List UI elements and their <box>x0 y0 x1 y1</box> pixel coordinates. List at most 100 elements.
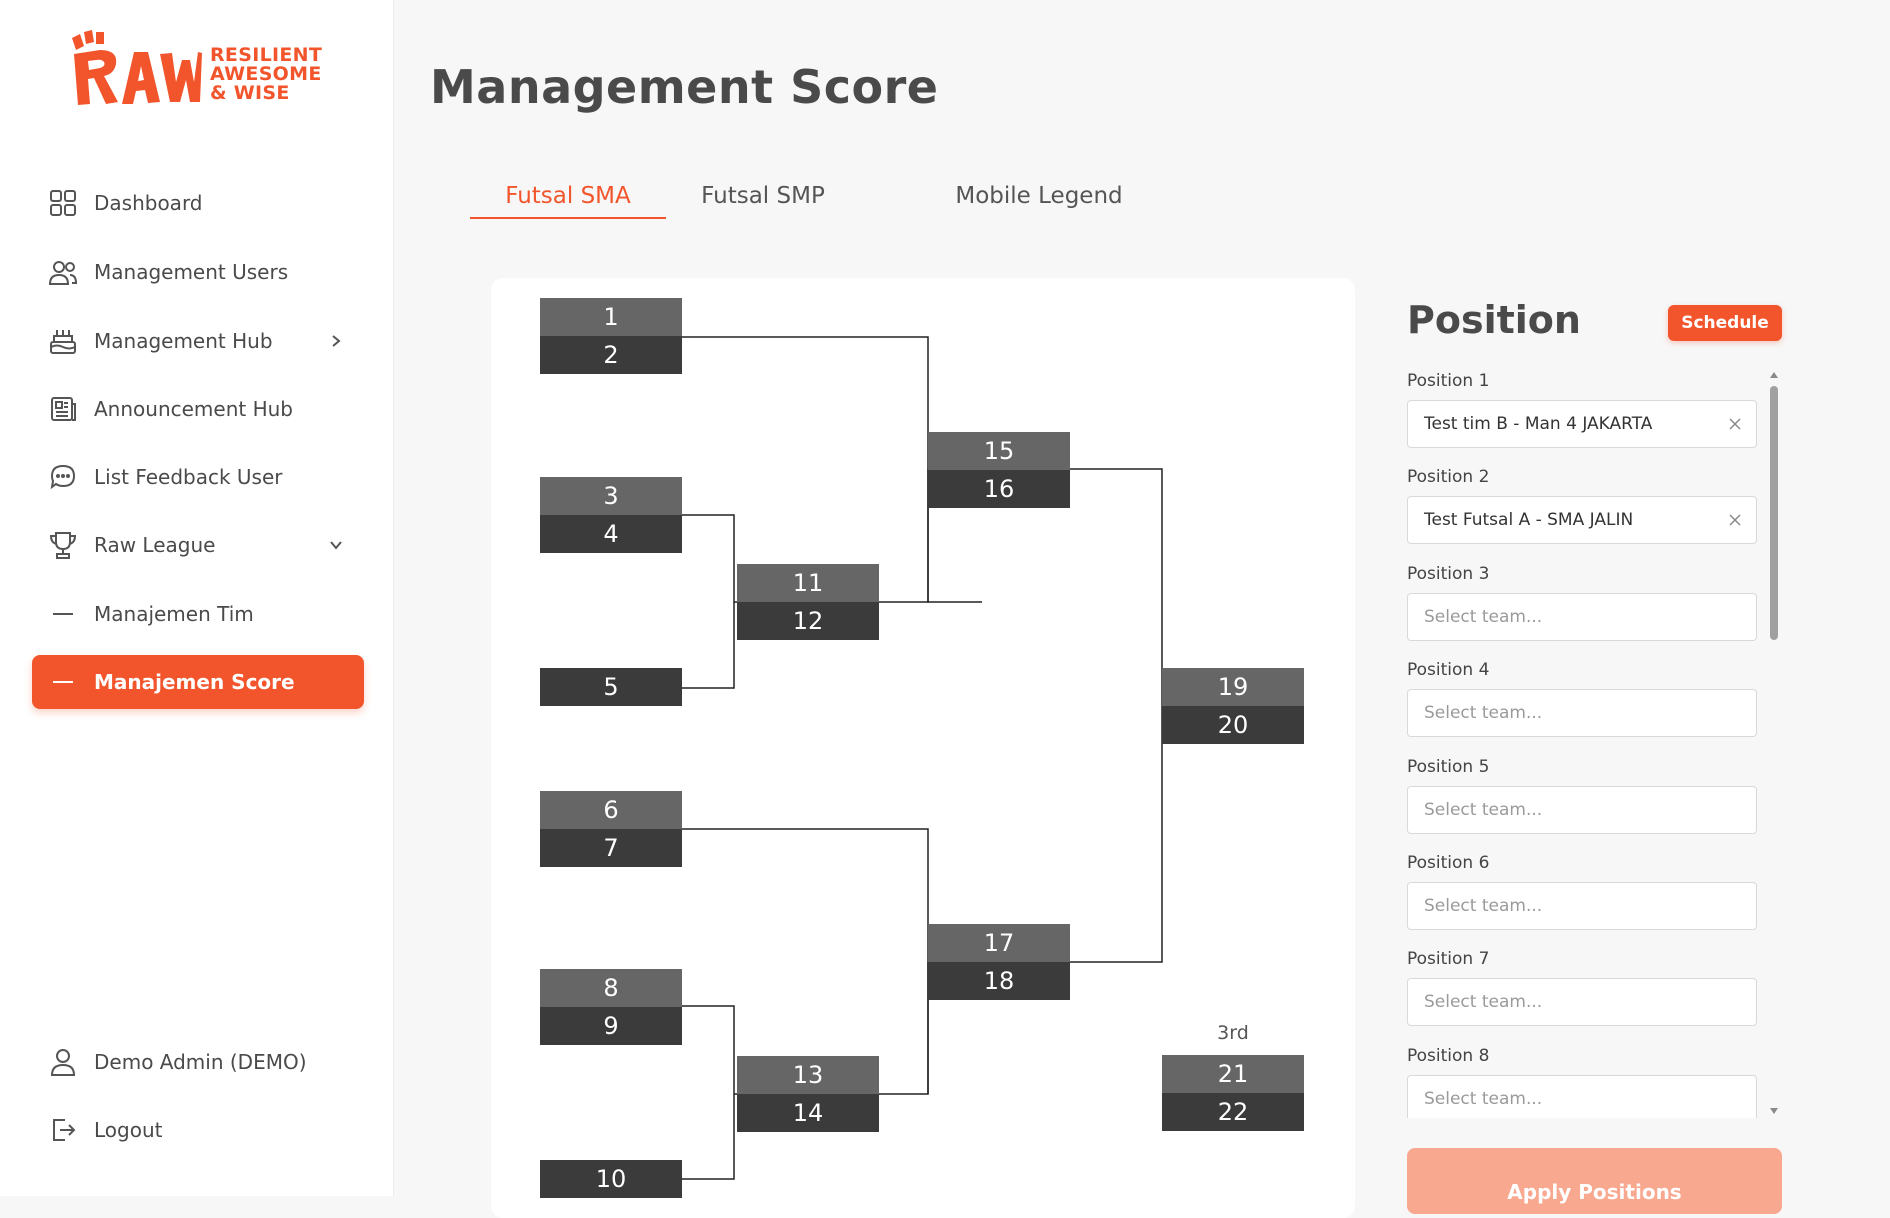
match-slot[interactable]: 2 <box>540 336 682 374</box>
apply-positions-button[interactable]: Apply Positions <box>1407 1148 1782 1214</box>
raw-logo-mark-icon <box>72 30 202 105</box>
match-slot[interactable]: 15 <box>928 432 1070 470</box>
match-slot[interactable]: 21 <box>1162 1055 1304 1093</box>
logout-button[interactable]: Logout <box>32 1103 364 1157</box>
position-group: Position 7 Select team... <box>1407 946 1757 1026</box>
match-slot[interactable]: 4 <box>540 515 682 553</box>
cake-icon <box>48 326 78 356</box>
match-slot[interactable]: 14 <box>737 1094 879 1132</box>
match-slot[interactable]: 5 <box>540 668 682 706</box>
position-label: Position 4 <box>1407 660 1490 680</box>
position-label: Position 6 <box>1407 853 1490 873</box>
selected-team: Test tim B - Man 4 JAKARTA <box>1424 414 1653 434</box>
sidebar-item-label: Announcement Hub <box>94 397 293 421</box>
bracket-card: 1 2 3 4 5 6 7 8 9 10 11 12 13 14 15 16 1… <box>491 278 1355 1218</box>
users-icon <box>48 257 78 287</box>
position-group: Position 8 Select team... <box>1407 1043 1757 1118</box>
position-select[interactable]: Select team... <box>1407 978 1757 1026</box>
brand-logo[interactable]: RESILIENT AWESOME & WISE <box>66 30 336 110</box>
third-place-label: 3rd <box>1217 1022 1249 1044</box>
sidebar-item-raw-league[interactable]: Raw League <box>32 518 364 572</box>
match-slot[interactable]: 8 <box>540 969 682 1007</box>
selected-team: Test Futsal A - SMA JALIN <box>1424 510 1634 530</box>
match-slot[interactable]: 18 <box>928 962 1070 1000</box>
sidebar-item-label: Raw League <box>94 533 216 557</box>
grid-icon <box>48 188 78 218</box>
trophy-icon <box>48 530 78 560</box>
match-slot[interactable]: 13 <box>737 1056 879 1094</box>
position-label: Position 7 <box>1407 949 1490 969</box>
match-slot[interactable]: 16 <box>928 470 1070 508</box>
sidebar-item-label: Dashboard <box>94 191 203 215</box>
user-profile[interactable]: Demo Admin (DEMO) <box>32 1035 364 1089</box>
chevron-right-icon <box>328 333 344 349</box>
sidebar-item-label: List Feedback User <box>94 465 283 489</box>
position-label: Position 5 <box>1407 757 1490 777</box>
dash-icon <box>48 667 78 697</box>
match-slot[interactable]: 11 <box>737 564 879 602</box>
match-slot[interactable]: 1 <box>540 298 682 336</box>
user-icon <box>48 1047 78 1077</box>
position-label: Position 8 <box>1407 1046 1490 1066</box>
position-group: Position 1 Test tim B - Man 4 JAKARTA <box>1407 368 1757 448</box>
close-icon[interactable] <box>1728 417 1742 431</box>
dash-icon <box>48 599 78 629</box>
sidebar: RESILIENT AWESOME & WISE Dashboard Manag… <box>0 0 394 1196</box>
match-slot[interactable]: 10 <box>540 1160 682 1198</box>
match-slot[interactable]: 6 <box>540 791 682 829</box>
sidebar-item-manajemen-tim[interactable]: Manajemen Tim <box>32 587 364 641</box>
match-slot[interactable]: 3 <box>540 477 682 515</box>
scroll-up-icon[interactable] <box>1770 372 1778 378</box>
placeholder: Select team... <box>1424 800 1543 820</box>
position-group: Position 5 Select team... <box>1407 754 1757 834</box>
position-group: Position 6 Select team... <box>1407 850 1757 930</box>
sidebar-item-announcement-hub[interactable]: Announcement Hub <box>32 382 364 436</box>
sidebar-item-list-feedback-user[interactable]: List Feedback User <box>32 450 364 504</box>
position-select[interactable]: Test Futsal A - SMA JALIN <box>1407 496 1757 544</box>
position-select[interactable]: Select team... <box>1407 1075 1757 1118</box>
position-list-scrollbar[interactable] <box>1768 372 1780 1114</box>
match-slot[interactable]: 12 <box>737 602 879 640</box>
position-select[interactable]: Select team... <box>1407 689 1757 737</box>
sidebar-item-dashboard[interactable]: Dashboard <box>32 176 364 230</box>
position-group: Position 3 Select team... <box>1407 561 1757 641</box>
position-select[interactable]: Select team... <box>1407 786 1757 834</box>
position-select[interactable]: Test tim B - Man 4 JAKARTA <box>1407 400 1757 448</box>
schedule-button[interactable]: Schedule <box>1668 305 1782 341</box>
match-slot[interactable]: 22 <box>1162 1093 1304 1131</box>
match-slot[interactable]: 19 <box>1162 668 1304 706</box>
user-name: Demo Admin (DEMO) <box>94 1050 307 1074</box>
chat-icon <box>48 462 78 492</box>
page-title: Management Score <box>430 60 939 114</box>
position-group: Position 2 Test Futsal A - SMA JALIN <box>1407 464 1757 544</box>
tab-mobile-legend[interactable]: Mobile Legend <box>955 183 1123 209</box>
position-select[interactable]: Select team... <box>1407 882 1757 930</box>
placeholder: Select team... <box>1424 607 1543 627</box>
scroll-down-icon[interactable] <box>1770 1108 1778 1114</box>
position-label: Position 3 <box>1407 564 1490 584</box>
position-select[interactable]: Select team... <box>1407 593 1757 641</box>
placeholder: Select team... <box>1424 896 1543 916</box>
position-label: Position 1 <box>1407 371 1490 391</box>
logout-label: Logout <box>94 1118 163 1142</box>
position-list[interactable]: Position 1 Test tim B - Man 4 JAKARTA Po… <box>1407 368 1787 1118</box>
newspaper-icon <box>48 394 78 424</box>
match-slot[interactable]: 7 <box>540 829 682 867</box>
sidebar-item-label: Manajemen Score <box>94 670 295 694</box>
sidebar-item-management-hub[interactable]: Management Hub <box>32 314 364 368</box>
sidebar-item-management-users[interactable]: Management Users <box>32 245 364 299</box>
close-icon[interactable] <box>1728 513 1742 527</box>
placeholder: Select team... <box>1424 1089 1543 1109</box>
tab-futsal-smp[interactable]: Futsal SMP <box>701 183 825 209</box>
match-slot[interactable]: 9 <box>540 1007 682 1045</box>
match-slot[interactable]: 17 <box>928 924 1070 962</box>
scrollbar-thumb[interactable] <box>1770 386 1778 640</box>
placeholder: Select team... <box>1424 703 1543 723</box>
sidebar-item-manajemen-score[interactable]: Manajemen Score <box>32 655 364 709</box>
match-slot[interactable]: 20 <box>1162 706 1304 744</box>
position-label: Position 2 <box>1407 467 1490 487</box>
tab-futsal-sma[interactable]: Futsal SMA <box>470 175 666 219</box>
sidebar-item-label: Management Hub <box>94 329 273 353</box>
chevron-down-icon <box>328 537 344 553</box>
sidebar-item-label: Management Users <box>94 260 289 284</box>
